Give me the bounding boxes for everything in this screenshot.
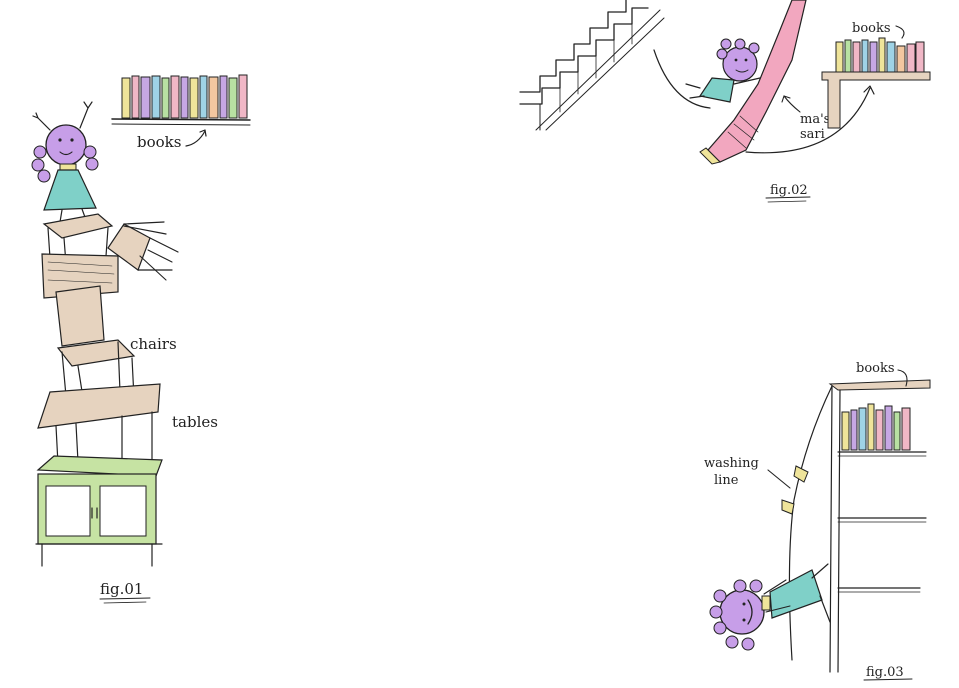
figure-02: ma's sari books fig.02 — [519, 0, 931, 203]
fig3-washing-label-line1: washing — [704, 456, 759, 471]
fig1-books-arrow — [185, 130, 206, 147]
fig2-sari-label-line1: ma's — [800, 112, 830, 127]
fig2-sari-label-line2: sari — [800, 127, 825, 142]
fig1-girl — [31, 101, 99, 223]
fig1-girl-dress — [43, 169, 97, 211]
fig2-sari — [699, 0, 807, 165]
fig2-caption: fig.02 — [770, 183, 808, 198]
fig1-tables-label: tables — [172, 413, 218, 431]
figure-03: books washing line fi — [704, 361, 931, 681]
fig3-shelf — [828, 379, 931, 673]
fig1-chair-tilted — [107, 221, 179, 281]
fig1-cabinet — [35, 455, 163, 567]
fig1-table — [37, 383, 161, 465]
fig3-books-label: books — [856, 361, 895, 376]
fig2-swing-arc-right — [745, 87, 871, 154]
fig1-chair — [55, 285, 136, 405]
fig1-bookshelf — [111, 74, 251, 126]
fig2-girl — [685, 38, 761, 103]
fig1-stool — [42, 213, 114, 265]
fig2-books-label: books — [852, 21, 891, 36]
fig3-girl — [709, 563, 831, 651]
figure-01: books — [31, 74, 251, 604]
fig3-caption: fig.03 — [866, 665, 904, 680]
fig3-clothespins — [781, 465, 809, 515]
fig2-swing-arc-left — [653, 49, 711, 109]
fig2-staircase — [519, 0, 665, 131]
fig2-bookshelf — [821, 37, 931, 129]
fig3-washing-label-line2: line — [714, 473, 739, 488]
fig1-chairs-label: chairs — [130, 335, 177, 353]
fig3-washing-line — [788, 385, 833, 661]
fig1-girl-face — [45, 124, 87, 166]
fig1-books-label: books — [137, 133, 181, 151]
fig3-books — [841, 403, 911, 451]
fig1-caption: fig.01 — [100, 580, 143, 598]
